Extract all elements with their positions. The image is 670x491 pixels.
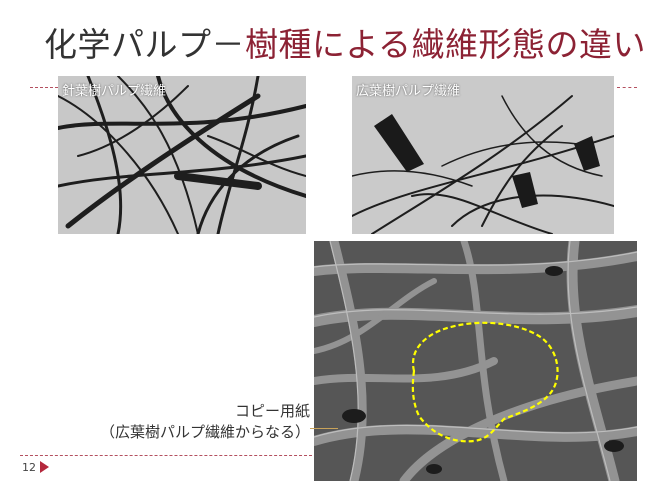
highlight-outline — [411, 321, 559, 443]
page-number: 12 — [22, 461, 36, 474]
softwood-fiber-photo: 針葉樹パルプ繊維 — [58, 76, 306, 234]
title-main: 化学パルプ－ — [44, 25, 245, 64]
callout-connector — [310, 428, 338, 429]
copy-paper-sem-image — [314, 241, 637, 481]
sem-micrograph — [314, 241, 637, 481]
slide-title: 化学パルプ－樹種による繊維形態の違い — [44, 18, 646, 66]
copy-paper-callout: コピー用紙 （広葉樹パルプ繊維からなる） — [100, 401, 310, 443]
callout-title: コピー用紙 — [234, 402, 310, 420]
softwood-fiber-image — [58, 76, 306, 234]
hardwood-fiber-image — [352, 76, 614, 234]
callout-subtitle: （広葉樹パルプ繊維からなる） — [99, 423, 310, 441]
hardwood-caption: 広葉樹パルプ繊維 — [356, 84, 461, 99]
decor-dash-right — [617, 87, 637, 88]
hardwood-fiber-photo: 広葉樹パルプ繊維 — [352, 76, 614, 234]
footer-divider — [20, 455, 312, 456]
next-arrow-icon[interactable] — [40, 461, 49, 473]
decor-dash-left — [30, 87, 58, 88]
softwood-caption: 針葉樹パルプ繊維 — [62, 84, 167, 99]
title-accent: 樹種による繊維形態の違い — [245, 25, 647, 64]
